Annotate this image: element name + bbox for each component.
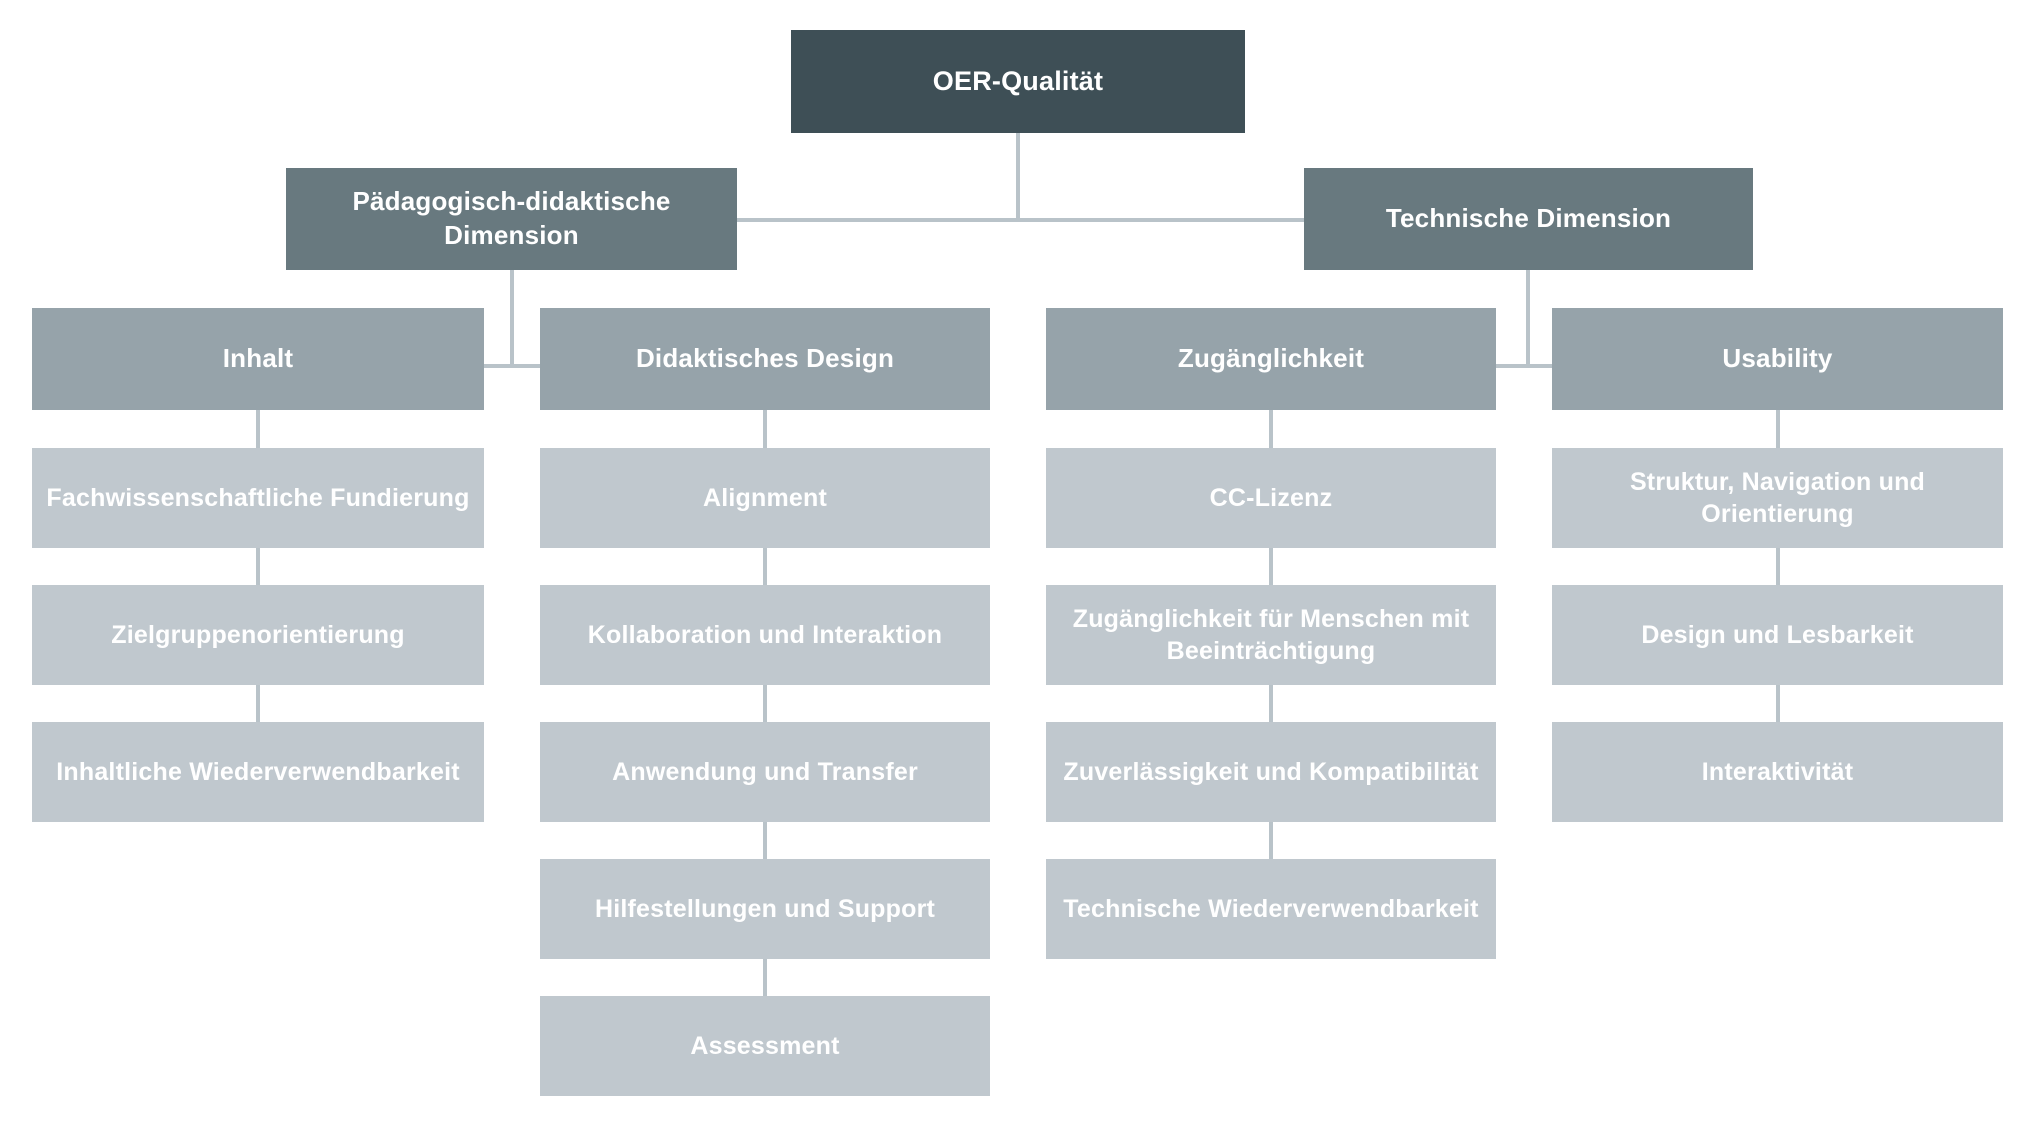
node-label: OER-Qualität	[932, 65, 1104, 96]
node-leaf-technische-wiederverwendbarkeit[interactable]: Technische Wiederverwendbarkeit	[1046, 859, 1496, 959]
node-category-inhalt[interactable]: Inhalt	[32, 308, 484, 410]
node-label: Assessment	[690, 1031, 840, 1060]
connector-dim-right-stem	[1526, 270, 1530, 368]
node-label: Didaktisches Design	[635, 343, 895, 374]
connector-dim-left-stem	[510, 270, 514, 368]
node-leaf-zielgruppenorientierung[interactable]: Zielgruppenorientierung	[32, 585, 484, 685]
node-label: Struktur, Navigation und Orientierung	[1629, 467, 1926, 529]
node-dimension-technische[interactable]: Technische Dimension	[1304, 168, 1753, 270]
node-leaf-anwendung-und-transfer[interactable]: Anwendung und Transfer	[540, 722, 990, 822]
connector-dim-right-crossbar	[1274, 364, 1778, 368]
node-leaf-zugaenglichkeit-fuer-menschen-mit-beeintraechtigung[interactable]: Zugänglichkeit für Menschen mit Beeinträ…	[1046, 585, 1496, 685]
node-label: Technische Dimension	[1385, 203, 1672, 234]
node-label: Fachwissenschaftliche Fundierung	[46, 483, 470, 512]
node-leaf-inhaltliche-wiederverwendbarkeit[interactable]: Inhaltliche Wiederverwendbarkeit	[32, 722, 484, 822]
node-leaf-zuverlaessigkeit-und-kompatibilitaet[interactable]: Zuverlässigkeit und Kompatibilität	[1046, 722, 1496, 822]
node-label: Anwendung und Transfer	[612, 757, 918, 786]
node-label: Zielgruppenorientierung	[111, 620, 405, 649]
node-category-zugaenglichkeit[interactable]: Zugänglichkeit	[1046, 308, 1496, 410]
node-leaf-hilfestellungen-und-support[interactable]: Hilfestellungen und Support	[540, 859, 990, 959]
node-label: Zuverlässigkeit und Kompatibilität	[1063, 757, 1479, 786]
node-label: Zugänglichkeit für Menschen mit Beeinträ…	[1072, 604, 1470, 666]
connector-root-stem	[1016, 133, 1020, 220]
node-leaf-design-und-lesbarkeit[interactable]: Design und Lesbarkeit	[1552, 585, 2003, 685]
node-leaf-fachwissenschaftliche-fundierung[interactable]: Fachwissenschaftliche Fundierung	[32, 448, 484, 548]
node-label: Usability	[1722, 343, 1833, 374]
connector-dim-left-crossbar	[258, 364, 762, 368]
node-root-oer-qualitaet[interactable]: OER-Qualität	[791, 30, 1245, 133]
node-label: Design und Lesbarkeit	[1641, 620, 1914, 649]
node-label: Kollaboration und Interaktion	[587, 620, 943, 649]
connector-spine-inhalt	[256, 410, 260, 728]
node-category-usability[interactable]: Usability	[1552, 308, 2003, 410]
node-leaf-assessment[interactable]: Assessment	[540, 996, 990, 1096]
node-label: Inhaltliche Wiederverwendbarkeit	[56, 757, 460, 786]
node-dimension-paedagogisch-didaktische[interactable]: Pädagogisch-didaktische Dimension	[286, 168, 737, 270]
connector-dimension-crossbar	[737, 218, 1304, 222]
node-label: Interaktivität	[1701, 757, 1854, 786]
node-leaf-cc-lizenz[interactable]: CC-Lizenz	[1046, 448, 1496, 548]
node-label: Zugänglichkeit	[1177, 343, 1365, 374]
node-label: Hilfestellungen und Support	[594, 894, 936, 923]
node-category-didaktisches-design[interactable]: Didaktisches Design	[540, 308, 990, 410]
node-label: Alignment	[702, 483, 828, 512]
node-leaf-interaktivitaet[interactable]: Interaktivität	[1552, 722, 2003, 822]
node-leaf-alignment[interactable]: Alignment	[540, 448, 990, 548]
connector-spine-usability	[1776, 410, 1780, 728]
node-label: Technische Wiederverwendbarkeit	[1063, 894, 1479, 923]
connector-spine-didaktisches-design	[763, 410, 767, 1002]
node-label: CC-Lizenz	[1209, 483, 1333, 512]
node-label: Pädagogisch-didaktische Dimension	[352, 186, 671, 250]
node-label: Inhalt	[222, 343, 294, 374]
node-leaf-struktur-navigation-und-orientierung[interactable]: Struktur, Navigation und Orientierung	[1552, 448, 2003, 548]
node-leaf-kollaboration-und-interaktion[interactable]: Kollaboration und Interaktion	[540, 585, 990, 685]
